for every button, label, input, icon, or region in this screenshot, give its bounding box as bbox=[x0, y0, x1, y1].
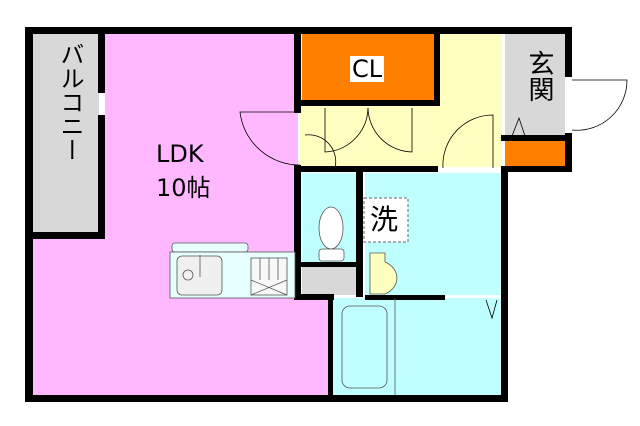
ldk-label: LDK bbox=[156, 140, 204, 168]
kitchen-counter bbox=[169, 242, 296, 299]
washbasin-icon bbox=[369, 252, 398, 295]
ldk-size-label: 10帖 bbox=[156, 174, 211, 202]
balcony-label: バルコニー bbox=[56, 42, 84, 162]
closet-label: CL bbox=[350, 55, 385, 83]
shoe-box bbox=[505, 138, 565, 166]
toilet-icon bbox=[318, 206, 344, 250]
bathtub-icon bbox=[341, 305, 388, 389]
fixtures bbox=[318, 206, 398, 395]
entrance-area bbox=[505, 33, 565, 135]
storage-area bbox=[302, 267, 358, 295]
entrance-label: 玄関 bbox=[524, 50, 554, 102]
washroom-label: 洗 bbox=[370, 203, 399, 236]
washroom-label-frame bbox=[363, 197, 409, 243]
ldk-area bbox=[33, 33, 330, 395]
walls bbox=[25, 27, 572, 402]
balcony-area bbox=[33, 33, 99, 233]
door-swings bbox=[239, 79, 628, 320]
sink-icon bbox=[176, 255, 223, 296]
